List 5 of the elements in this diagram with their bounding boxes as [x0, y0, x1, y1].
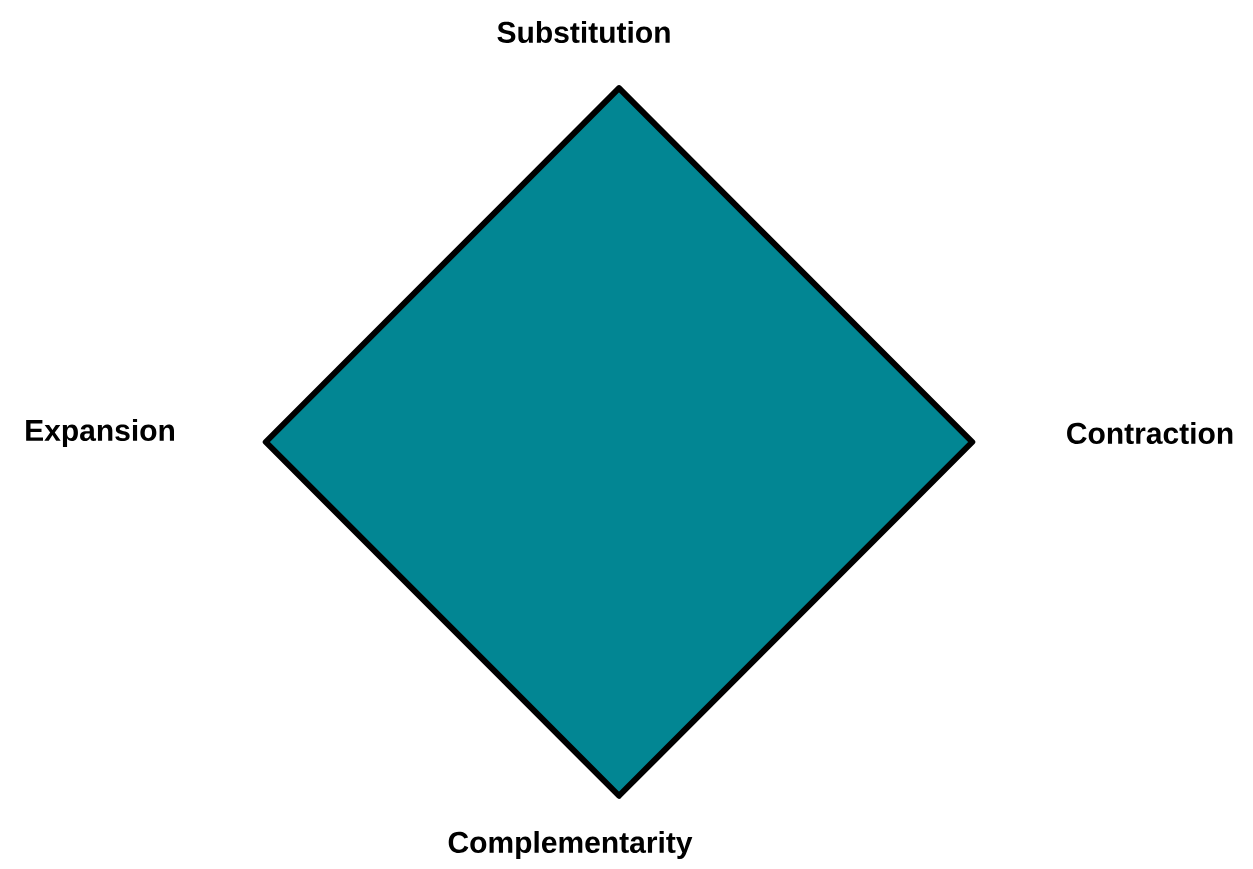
corner-label: Substitution [497, 21, 670, 43]
corner-label: Expansion [26, 419, 174, 447]
corner-label: Contraction [1067, 422, 1233, 444]
corner-label: Complementarity [448, 831, 693, 859]
diamond-shape [262, 85, 976, 799]
